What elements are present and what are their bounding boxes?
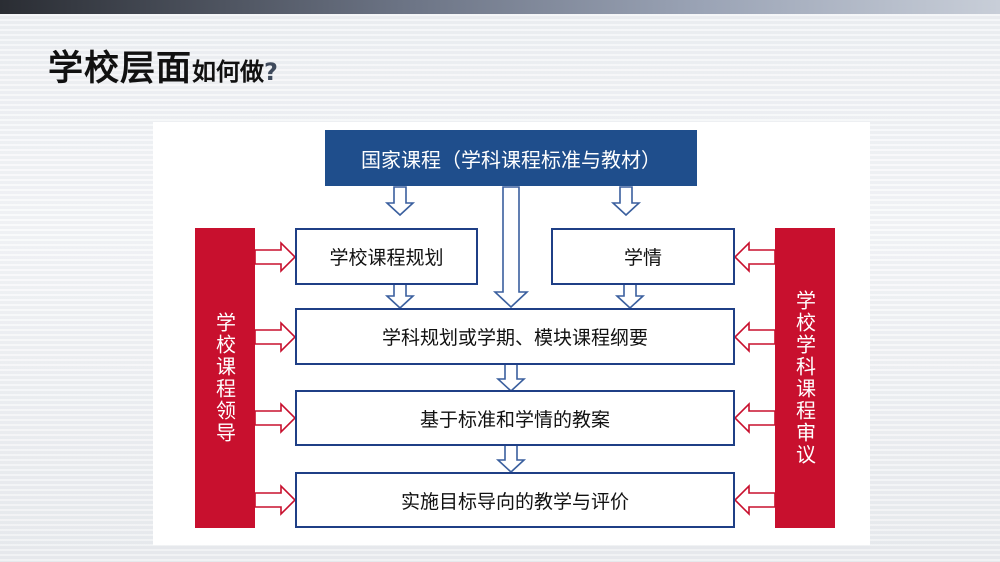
right-bar-label: 学校学科课程审议	[792, 290, 817, 466]
arrow-left-icon	[734, 485, 776, 515]
arrow-down-icon	[497, 362, 525, 392]
arrow-down-icon	[612, 186, 640, 216]
title-main: 学校层面	[48, 49, 193, 89]
student-situation-box: 学情	[551, 228, 735, 285]
arrow-right-icon	[254, 242, 296, 272]
arrow-down-icon	[386, 186, 414, 216]
long-arrow-down-icon	[492, 186, 530, 309]
arrow-left-icon	[734, 242, 776, 272]
arrow-down-icon	[497, 443, 525, 473]
title-sub: 如何做	[192, 58, 265, 86]
school-curriculum-leadership-bar: 学校课程领导	[195, 228, 255, 528]
national-curriculum-box: 国家课程（学科课程标准与教材）	[325, 130, 697, 186]
page-title: 学校层面如何做?	[48, 40, 278, 91]
implementation-box: 实施目标导向的教学与评价	[295, 472, 735, 528]
top-decor-bar	[0, 0, 1000, 14]
arrow-right-icon	[254, 403, 296, 433]
arrow-left-icon	[734, 322, 776, 352]
arrow-right-icon	[254, 322, 296, 352]
school-curriculum-plan-box: 学校课程规划	[295, 228, 478, 285]
lesson-plan-box: 基于标准和学情的教案	[295, 390, 735, 446]
title-question-mark: ?	[264, 58, 278, 86]
left-bar-label: 学校课程领导	[212, 312, 237, 444]
subject-plan-box: 学科规划或学期、模块课程纲要	[295, 308, 735, 365]
school-subject-review-bar: 学校学科课程审议	[775, 228, 835, 528]
arrow-left-icon	[734, 403, 776, 433]
arrow-right-icon	[254, 485, 296, 515]
